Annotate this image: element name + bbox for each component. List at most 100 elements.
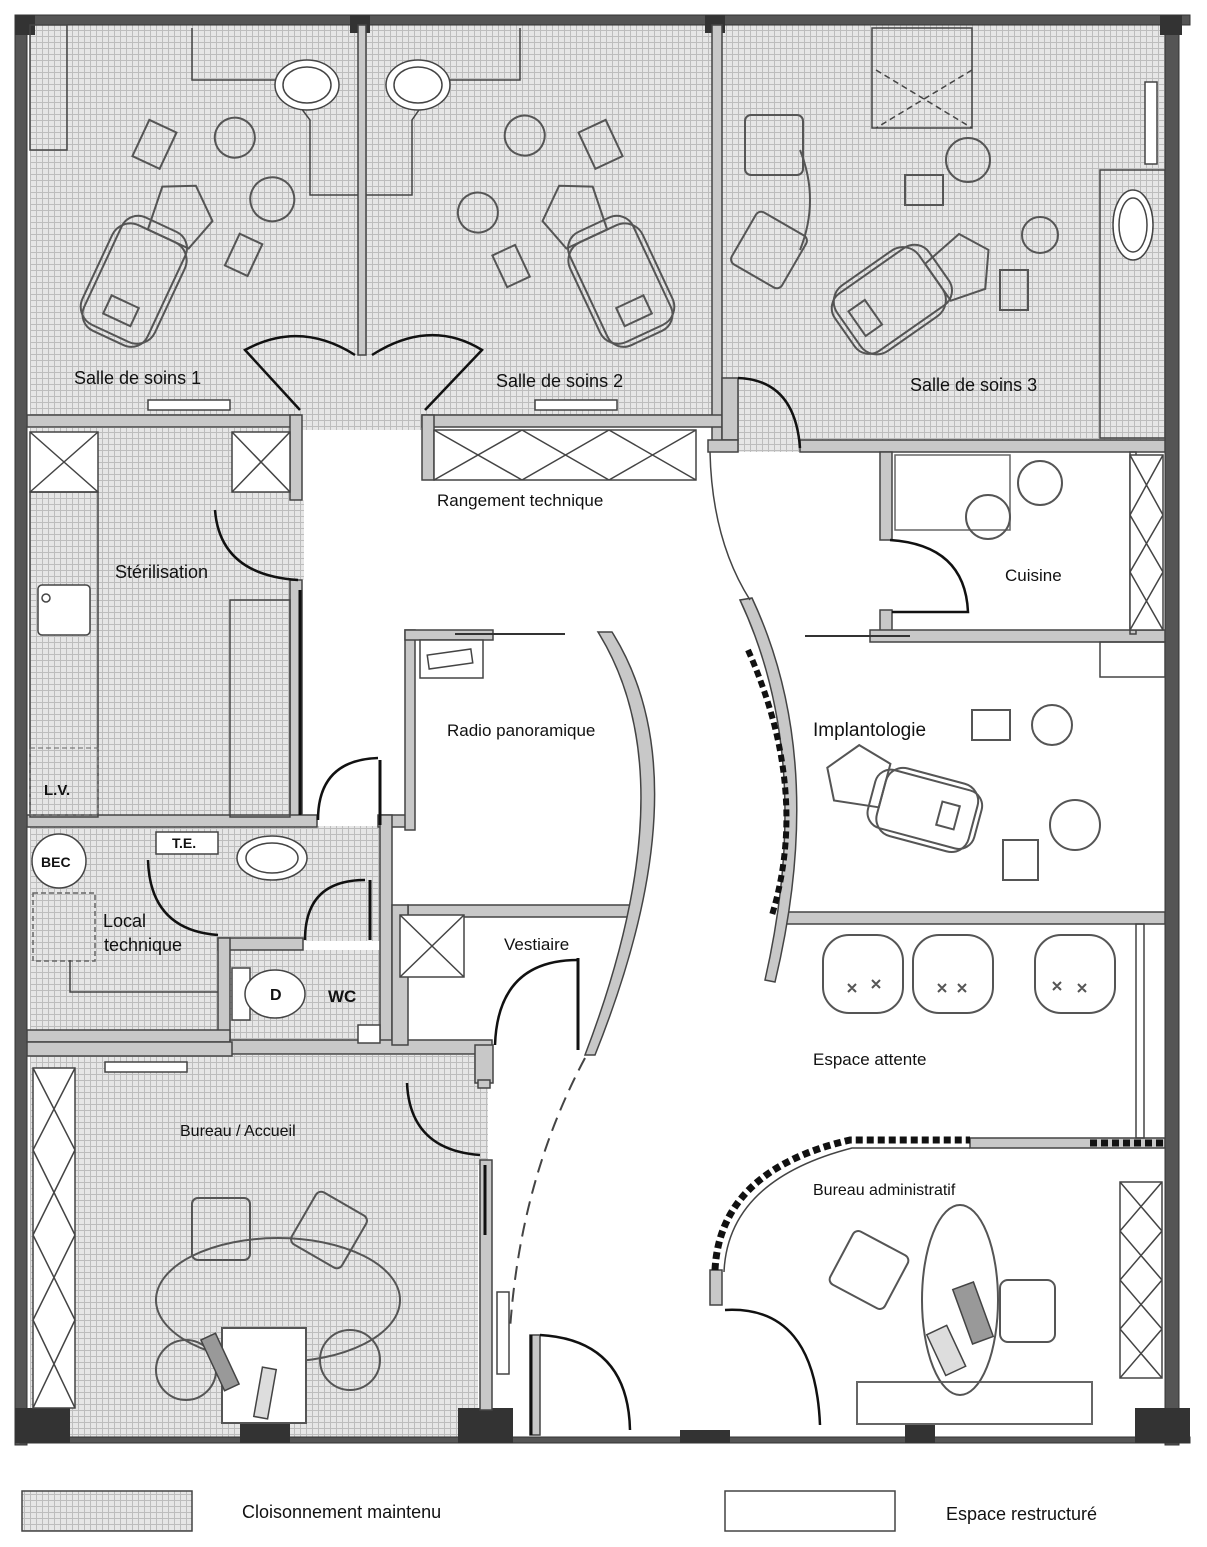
keyboard [252, 1366, 278, 1420]
floor-drain [357, 1024, 381, 1044]
window-radiator [1144, 81, 1158, 165]
label-bureau-accueil: Bureau / Accueil [180, 1123, 296, 1140]
wall [707, 439, 739, 453]
cushion-marks [847, 979, 1087, 993]
pillar [905, 1425, 935, 1443]
door-accueil[interactable] [405, 1082, 481, 1157]
sink-icon [274, 59, 340, 111]
sink-icon [393, 66, 443, 104]
zone-sterilisation-door [292, 500, 304, 580]
local-counter [69, 960, 218, 993]
desk-bureau-admin [856, 1381, 1093, 1425]
wall [477, 1079, 491, 1089]
wall [799, 439, 1166, 453]
legend-swatch-maintained [21, 1490, 193, 1532]
pillar [15, 1408, 70, 1443]
label-bec: BEC [41, 854, 71, 870]
label-implantologie: Implantologie [813, 720, 926, 741]
stool [965, 494, 1011, 540]
door-vestiaire[interactable] [493, 958, 579, 1046]
chair [191, 1197, 251, 1261]
curved-wall-implantologie [738, 597, 798, 983]
label-wc: WC [328, 987, 356, 1006]
door-wc[interactable] [303, 878, 366, 941]
wall [784, 911, 1166, 925]
lv-unit [29, 747, 99, 816]
dental-chair-1 [79, 116, 296, 348]
door-cuisine[interactable] [889, 538, 970, 614]
cabinet-cross [433, 429, 697, 481]
cabinet-cross [1119, 1181, 1163, 1379]
counter-sterilisation [229, 599, 291, 818]
storage [29, 27, 1164, 1425]
legend-label-maintained: Cloisonnement maintenu [242, 1502, 441, 1522]
wall [721, 377, 739, 441]
cabinet-salle-3 [871, 27, 973, 129]
wall [474, 1044, 494, 1084]
table-admin [921, 1204, 999, 1396]
label-radio: Radio panoramique [447, 721, 595, 740]
window-radiator [104, 1061, 188, 1073]
dental-chair-2 [456, 114, 676, 348]
cabinet-cross [1129, 454, 1164, 631]
radio-device-head [426, 648, 474, 670]
stool [1049, 799, 1101, 851]
label-salle-2: Salle de soins 2 [496, 371, 623, 391]
sink-sterilisation [37, 584, 91, 636]
tray [1002, 839, 1039, 881]
door-local-technique[interactable] [146, 859, 219, 937]
door-sterilisation[interactable] [213, 509, 299, 582]
label-salle-1: Salle de soins 1 [74, 368, 201, 388]
chair [290, 1190, 368, 1270]
outer-wall-right [1164, 14, 1180, 1446]
door-bureau-admin[interactable] [724, 1308, 822, 1426]
door-te[interactable] [316, 756, 379, 821]
te-unit [155, 831, 219, 855]
zone-passage-top [300, 385, 425, 430]
wall [217, 937, 231, 1039]
label-salle-3: Salle de soins 3 [910, 375, 1037, 395]
sink-icon [385, 59, 451, 111]
sink-icon [245, 842, 299, 874]
pillar [458, 1408, 513, 1443]
cabinet-cross [399, 914, 465, 978]
legend: Cloisonnement maintenu Espace restructur… [21, 1490, 1097, 1532]
wall [404, 629, 416, 831]
outer-wall-left [14, 14, 28, 1446]
counter-sterilisation [29, 491, 99, 818]
door-salle-3[interactable] [737, 376, 802, 449]
tray [971, 709, 1011, 741]
armchair [912, 934, 994, 1014]
outer-walls [14, 14, 1191, 1446]
label-local-line2: technique [104, 935, 182, 955]
waiting-armchairs [822, 934, 1116, 1014]
doors [146, 334, 970, 1435]
outer-wall-bottom [19, 1436, 1191, 1444]
door-entrance[interactable] [539, 1333, 632, 1431]
window-radiator [534, 399, 618, 411]
chair [744, 114, 804, 176]
wall [1099, 169, 1166, 439]
pillar [240, 1422, 290, 1443]
wall [26, 814, 318, 828]
window-radiator [496, 1291, 510, 1375]
local-equipment [32, 892, 96, 962]
admin-furniture [828, 1204, 1056, 1396]
door-salle-2[interactable] [371, 334, 484, 411]
pillar [1160, 15, 1182, 35]
curved-wall-bureau [711, 1136, 970, 1271]
wall [421, 414, 435, 481]
zone-te-corridor [220, 826, 380, 941]
monitor [199, 1332, 241, 1392]
dashed-route [509, 1057, 586, 1331]
door-salle-1[interactable] [242, 335, 356, 411]
label-te: T.E. [172, 835, 196, 851]
wall [869, 629, 1166, 643]
dental-chair-implantologie [826, 743, 984, 853]
zone-salle-3 [722, 25, 1167, 443]
wall [26, 414, 301, 428]
label-lv: L.V. [44, 782, 70, 799]
counter-cuisine [894, 454, 1011, 531]
wall [479, 1159, 493, 1411]
